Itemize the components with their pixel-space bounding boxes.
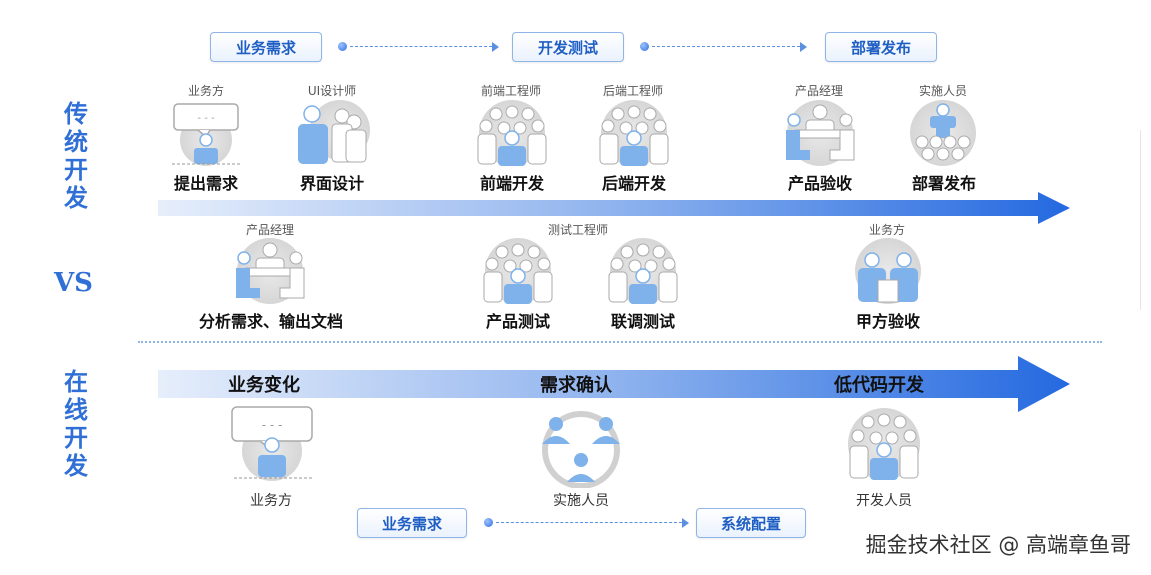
online-step-label: 需求确认: [540, 375, 612, 396]
role-label: 产品经理: [245, 223, 294, 237]
label-char: 统: [64, 128, 88, 156]
flow-arrowhead: [492, 42, 499, 52]
role-label: 后端工程师: [602, 84, 663, 98]
task-label: 后端开发: [601, 174, 666, 193]
svg-text:- - -: - - -: [262, 418, 283, 432]
team-person-icon: [599, 100, 669, 166]
stage-dev-test: 开发测试: [512, 32, 624, 62]
online-step-label: 低代码开发: [834, 375, 924, 396]
task-label: 提出需求: [173, 174, 238, 193]
stage-business-requirement: 业务需求: [357, 508, 467, 538]
task-label: 联调测试: [610, 312, 675, 331]
role-label: 测试工程师: [547, 223, 608, 237]
task-label: 产品验收: [787, 174, 852, 193]
vs-label: VS: [54, 268, 93, 298]
person-label: 业务方: [250, 493, 292, 509]
traditional-timeline-arrow: [158, 192, 1070, 224]
flow-dashed-line: [350, 46, 492, 47]
label-char: 开: [64, 424, 88, 452]
flow-dashed-line: [496, 522, 682, 523]
flow-dot: [338, 42, 347, 51]
label-char: 传: [64, 100, 88, 128]
task-label: 界面设计: [299, 174, 364, 193]
group-person-icon: [298, 100, 370, 164]
role-label: UI设计师: [307, 84, 357, 98]
flow-arrowhead: [682, 518, 689, 528]
flow-dashed-line: [652, 46, 800, 47]
three-person-cycle-icon: [542, 411, 620, 488]
label-char: 发: [64, 184, 88, 212]
stage-system-config: 系统配置: [696, 508, 806, 538]
traditional-dev-label: 传 统 开 发: [56, 100, 96, 212]
task-label: 甲方验收: [855, 312, 920, 331]
flow-dot: [484, 518, 493, 527]
task-label: 产品测试: [485, 312, 550, 331]
speech-bubble-person-icon: - - -: [172, 103, 240, 166]
watermark: 掘金技术社区 @ 高端章鱼哥: [865, 533, 1131, 557]
svg-text:- - -: - - -: [197, 113, 215, 124]
online-timeline-arrow: [158, 356, 1070, 412]
task-label: 部署发布: [911, 174, 976, 193]
role-label: 业务方: [868, 223, 905, 237]
meeting-person-icon: [786, 100, 855, 166]
stage-deploy-release: 部署发布: [825, 32, 937, 62]
task-label: 分析需求、输出文档: [198, 312, 343, 331]
speech-bubble-person-icon: - - -: [231, 406, 313, 481]
two-person-icon: [855, 238, 921, 304]
divider-vertical: [1140, 130, 1141, 310]
meeting-person-icon: [236, 238, 305, 304]
person-label: 实施人员: [553, 493, 609, 509]
online-step-label: 业务变化: [228, 375, 300, 396]
presenter-audience-icon: [910, 100, 976, 166]
label-char: 开: [64, 156, 88, 184]
task-label: 前端开发: [479, 174, 544, 193]
section-divider: [138, 341, 1102, 343]
role-label: 实施人员: [918, 84, 967, 98]
team-person-icon: [608, 238, 678, 304]
role-label: 前端工程师: [480, 84, 541, 98]
label-char: 发: [64, 452, 88, 480]
label-char: 线: [64, 396, 88, 424]
role-label: 业务方: [187, 84, 224, 98]
role-label: 产品经理: [794, 84, 843, 98]
flow-dot: [640, 42, 649, 51]
label-char: 在: [64, 368, 88, 396]
team-person-icon: [477, 100, 547, 166]
team-person-icon: [483, 238, 553, 304]
person-label: 开发人员: [856, 493, 912, 509]
team-person-icon: [848, 408, 920, 480]
online-dev-label: 在 线 开 发: [56, 368, 96, 480]
flow-arrowhead: [800, 42, 807, 52]
stage-business-requirement: 业务需求: [210, 32, 322, 62]
